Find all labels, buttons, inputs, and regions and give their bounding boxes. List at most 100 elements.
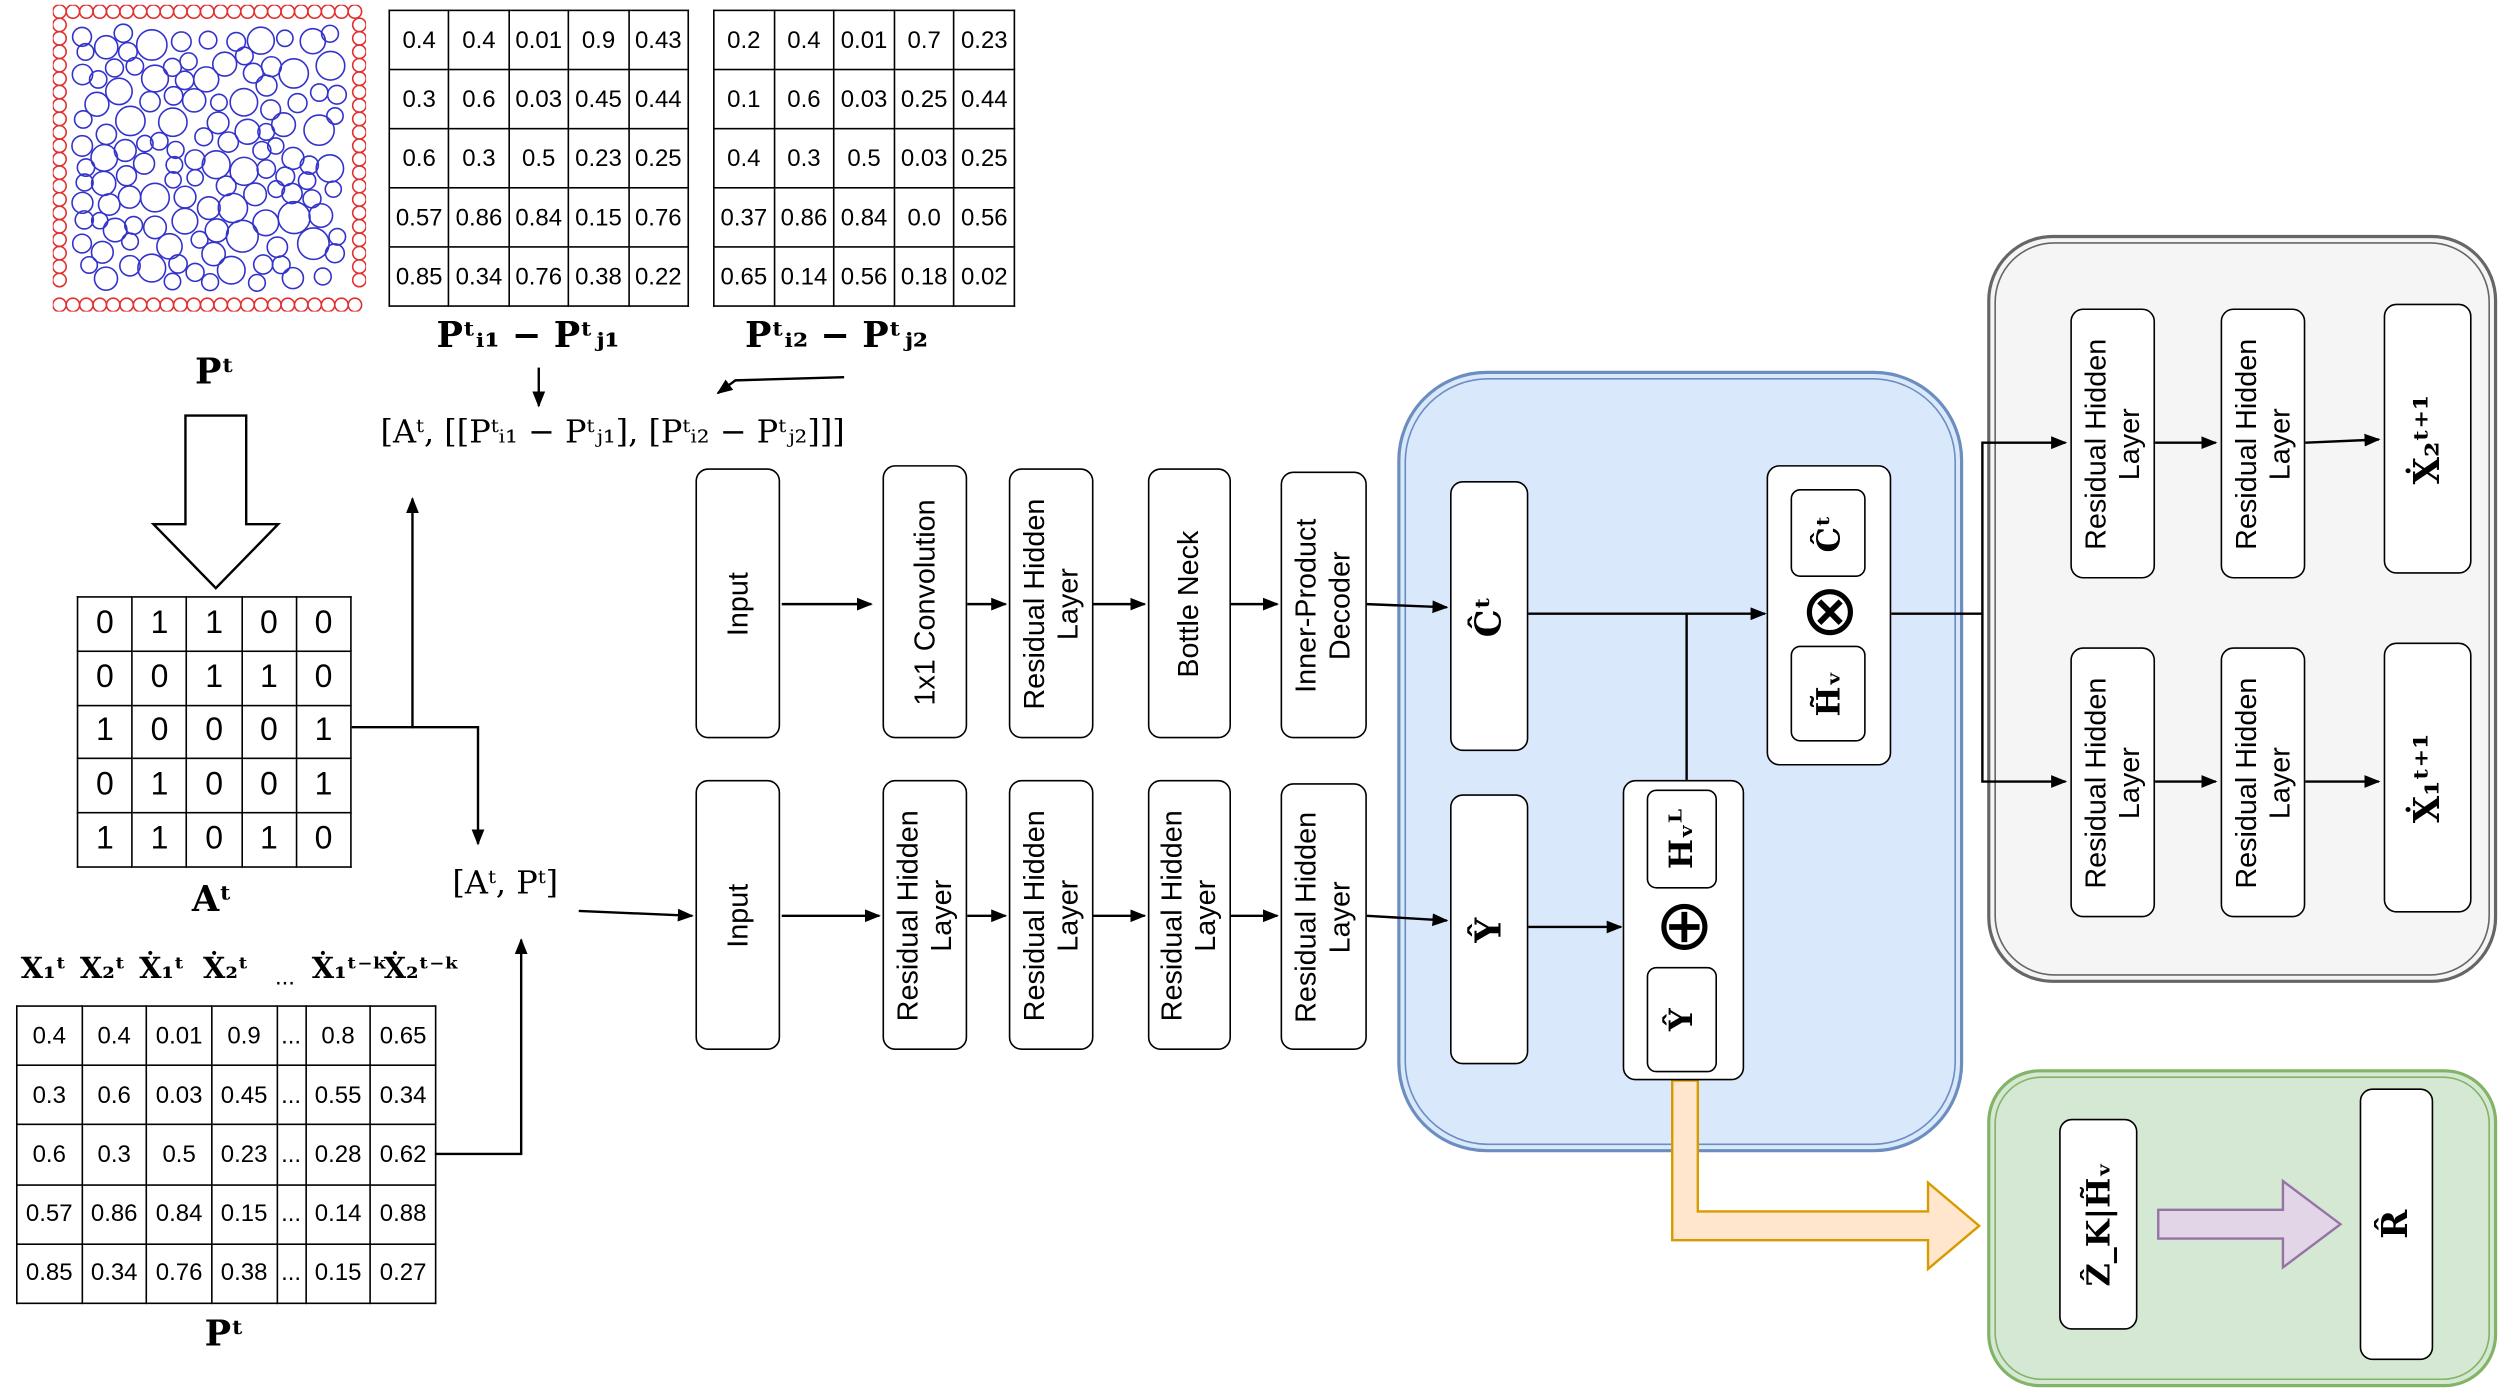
flow-particle xyxy=(190,230,209,249)
adjacency-cell: 0 xyxy=(186,758,243,814)
pair-matrix-2-cell: 0.01 xyxy=(833,9,895,71)
flow-particle xyxy=(201,150,231,180)
h-v-l-box: Hᵥᴸ xyxy=(1646,789,1718,889)
flow-particle xyxy=(302,189,322,209)
feature-table-cell: 0.34 xyxy=(369,1064,437,1126)
flow-particle xyxy=(281,266,305,290)
bottleneck-label: Bottle Neck xyxy=(1172,529,1205,677)
flow-particle xyxy=(173,185,197,209)
pair-matrix-2-cell: 0.4 xyxy=(773,9,835,71)
flow-particle xyxy=(326,84,348,105)
flow-particle xyxy=(247,273,267,292)
wall-particle xyxy=(65,4,81,20)
wall-particle xyxy=(347,297,363,312)
bottom-residual-box-4: Residual Hidden Layer xyxy=(1280,783,1367,1051)
wall-particle xyxy=(280,4,296,20)
adjacency-cell: 0 xyxy=(295,596,352,652)
wall-particle xyxy=(213,4,229,20)
pair-matrix-2-cell: 0.37 xyxy=(713,186,775,248)
h-v-l-label: Hᵥᴸ xyxy=(1661,809,1701,870)
flow-particle xyxy=(185,262,205,283)
flow-particle xyxy=(315,154,345,183)
wall-particle xyxy=(132,297,148,312)
wall-particle xyxy=(213,297,229,312)
pair-matrix-2-cell: 0.03 xyxy=(833,68,895,130)
flow-particle xyxy=(113,138,137,163)
wall-particle xyxy=(266,297,282,312)
flow-particle xyxy=(211,51,238,77)
flow-particle xyxy=(252,254,274,275)
pair-matrix-1-cell: 0.4 xyxy=(448,9,510,71)
pair-matrix-2-cell: 0.86 xyxy=(773,186,835,248)
pair-matrix-2-cell: 0.84 xyxy=(833,186,895,248)
flow-particle xyxy=(229,87,259,117)
flow-particle xyxy=(71,63,94,86)
wall-particle xyxy=(159,297,175,312)
adjacency-cell: 1 xyxy=(240,650,297,706)
flow-particle xyxy=(313,267,332,286)
bottom-residual-label-3: Residual Hidden Layer xyxy=(1155,809,1222,1021)
flow-particle xyxy=(76,42,95,62)
feature-table-cell: 0.28 xyxy=(304,1124,372,1186)
wall-particle xyxy=(351,71,367,87)
adjacency-cell: 0 xyxy=(186,812,243,868)
flow-particle xyxy=(216,255,246,285)
feature-table-cell: 0.9 xyxy=(210,1005,278,1067)
bottom-residual-label-2: Residual Hidden Layer xyxy=(1017,809,1084,1021)
concat-top-label: [Aᵗ, [[Pᵗᵢ₁ − Pᵗⱼ₁], [Pᵗᵢ₂ − Pᵗⱼ₂]]] xyxy=(380,412,845,451)
pair-matrix-1-cell: 0.25 xyxy=(627,127,690,189)
feature-table-cell: 0.14 xyxy=(304,1183,372,1245)
pair-matrix-2-cell: 0.25 xyxy=(953,127,1016,189)
wall-particle xyxy=(52,4,67,20)
flow-particle xyxy=(139,90,161,113)
flow-particle xyxy=(120,232,140,251)
wall-particle xyxy=(199,4,215,20)
flow-particle xyxy=(149,131,169,151)
inner-product-decoder-label: Inner-Product Decoder xyxy=(1290,517,1356,693)
adjacency-cell: 0 xyxy=(131,704,188,760)
x-dot-1-output-label: Ẋ₁ᵗ⁺¹ xyxy=(2406,732,2448,823)
pair-matrix-1-cell: 0.85 xyxy=(388,246,450,307)
flow-particle xyxy=(328,227,347,246)
adjacency-cell: 0 xyxy=(240,704,297,760)
feature-table-cell: 0.3 xyxy=(80,1124,148,1186)
flow-particle xyxy=(299,155,320,175)
pair-matrix-1-cell: 0.5 xyxy=(508,127,570,189)
flow-particle xyxy=(296,227,330,261)
flow-particle xyxy=(246,26,276,55)
feature-table-header: Ẋ₁ᵗ xyxy=(139,952,185,987)
flow-particle xyxy=(102,217,128,243)
flow-particle xyxy=(217,192,249,224)
adjacency-cell: 0 xyxy=(76,650,133,706)
flow-particle xyxy=(243,182,268,207)
wall-particle xyxy=(145,297,161,312)
residual-sum-group: Hᵥᴸ ⊕ Ŷ xyxy=(1622,779,1745,1081)
flow-particle xyxy=(281,182,303,205)
pair-matrix-1-cell: 0.86 xyxy=(448,186,510,248)
pair-matrix-2-cell: 0.2 xyxy=(713,9,775,71)
pair-matrix-2-cell: 0.03 xyxy=(893,127,956,189)
concat-bottom-label: [Aᵗ, Pᵗ] xyxy=(452,863,559,902)
flow-particle xyxy=(90,240,115,264)
wall-particle xyxy=(132,4,148,20)
feature-table-cell: 0.15 xyxy=(210,1183,278,1245)
feature-table-cell: 0.5 xyxy=(145,1124,213,1186)
flow-particle xyxy=(198,30,218,50)
particle-packing-image xyxy=(52,4,367,312)
feature-table-cell: 0.3 xyxy=(15,1064,83,1126)
x-dot-2-output-label: Ẋ₂ᵗ⁺¹ xyxy=(2406,393,2448,484)
flow-particle xyxy=(270,112,297,138)
feature-table-header: Ẋ₂ᵗ xyxy=(203,952,249,987)
feature-table-cell: 0.8 xyxy=(304,1005,372,1067)
flow-particle xyxy=(168,254,188,274)
inner-product-decoder-box: Inner-Product Decoder xyxy=(1280,471,1367,739)
wall-particle xyxy=(52,124,67,140)
bottom-residual-box-1: Residual Hidden Layer xyxy=(882,779,968,1051)
wall-particle xyxy=(52,30,67,46)
y-hat-inner-box: Ŷ xyxy=(1646,966,1718,1073)
flow-particle xyxy=(142,215,168,240)
wall-particle xyxy=(351,97,367,113)
